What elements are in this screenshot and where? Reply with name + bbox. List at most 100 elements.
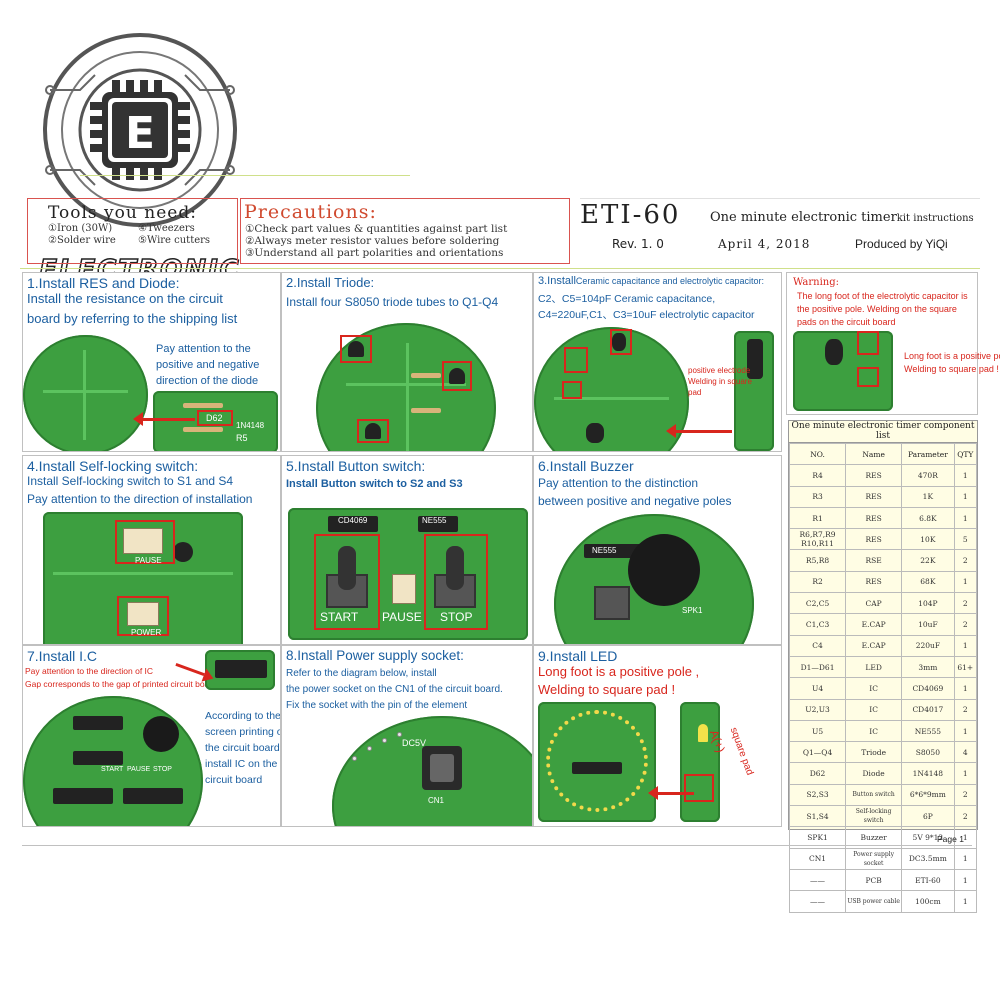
table-cell: 104P [901,592,955,615]
highlight-box [314,534,380,630]
decor-line [580,198,980,199]
warning-text: The long foot of the electrolytic capaci… [797,291,968,327]
table-cell: 1 [953,570,978,594]
capacitor-icon [825,339,843,365]
revision: Rev. 1. 0 [612,237,664,251]
table-cell: RES [845,464,903,487]
pcb-label: POWER [131,628,162,637]
page-number: Page 1 [937,834,964,844]
step-7-line: Gap corresponds to the gap of printed ci… [25,679,217,689]
step-1-note: direction of the diode [156,375,259,387]
step-3-title-main: 3.Install [538,275,576,287]
table-cell: R2 [788,570,847,594]
highlight-box [857,331,879,355]
buzzer-icon [628,534,700,606]
step-7-note: circuit board [205,774,263,786]
highlight-box [564,347,588,373]
step-1-note: Pay attention to the [156,343,251,355]
table-cell: 100cm [901,890,955,913]
pcb-label: PAUSE [127,766,151,773]
pcb-image [316,323,496,451]
table-cell: 22K [901,549,955,572]
table-cell: 10uF [901,613,955,636]
table-cell: 1 [953,506,978,530]
pcb-label: CD4069 [338,516,368,525]
step-8-title: 8.Install Power supply socket: [286,648,464,663]
model-subtitle: One minute electronic timerkit instructi… [710,210,974,225]
table-cell: 1 [953,485,978,508]
triode-icon [365,423,381,439]
step-1-panel: 1.Install RES and Diode: Install the res… [22,272,281,452]
column-header: Parameter [901,442,955,466]
table-cell: Triode [845,741,903,764]
pcb-image [538,702,656,822]
table-cell: R4 [788,464,847,487]
switch-icon [127,602,159,626]
table-cell: U4 [788,677,847,700]
precaution-item: ①Check part values & quantities against … [245,223,508,235]
precautions-title: Precautions: [244,201,377,223]
table-cell: U2,U3 [788,698,847,721]
table-cell: C2,C5 [788,592,847,615]
table-cell: 1 [953,464,978,487]
capacitor-icon [747,339,763,379]
pcb-label: STOP [153,766,172,773]
pcb-label: DC5V [402,738,427,748]
arrow-icon [648,786,694,800]
table-cell: 2 [953,549,978,572]
button-switch-icon [446,546,464,590]
highlight-box [684,774,714,802]
step-2-panel: 2.Install Triode: Install four S8050 tri… [281,272,533,452]
switch-icon [123,528,163,554]
pcb-image [23,335,148,451]
pcb-image [793,331,893,411]
table-cell: S8050 [901,741,955,764]
highlight-box [857,367,879,387]
highlight-box [117,596,169,636]
step-1-title: 1.Install RES and Diode: [27,275,180,291]
capacitor-icon [586,423,604,443]
table-cell: Diode [845,762,903,785]
step-7-note: According to the [205,710,281,722]
pcb-label: NE555 [592,546,617,555]
chip-logo-icon: E [43,33,237,227]
table-cell: RES [845,570,903,594]
pcb-label: PAUSE [382,610,422,624]
highlight-box [424,534,488,630]
table-cell: USB power cable [845,890,903,913]
precaution-item: ②Always meter resistor values before sol… [245,235,500,247]
highlight-box [340,335,372,363]
button-switch-icon [338,546,356,590]
highlight-box [197,410,233,426]
warning-foot-line: Welding to square pad ! [904,364,999,374]
warning-foot-line: Long foot is a positive pole [904,351,1000,361]
table-cell: ETI-60 [901,868,955,892]
table-cell: 5 [953,528,978,551]
step-4-line: Pay attention to the direction of instal… [27,492,253,506]
tools-item: ②Solder wire [48,235,116,246]
step-3-note: pad [688,388,702,397]
table-cell: 2 [953,698,978,721]
column-header: Name [845,442,903,466]
table-cell: U5 [788,719,847,743]
table-cell: —— [788,890,847,913]
warning-title: Warning: [793,277,840,288]
step-6-title: 6.Install Buzzer [538,458,634,474]
table-cell: 6P [901,805,955,828]
table-cell: 2 [953,805,978,828]
table-cell: 1 [953,868,978,892]
table-cell: 1N4148 [901,762,955,785]
step-3-title-rest: Ceramic capacitance and electrolytic cap… [575,276,765,286]
subtitle-small: kit instructions [896,213,974,224]
table-cell: CAP [845,592,903,615]
table-cell: R5,R8 [788,549,847,572]
step-7-panel: 7.Install I.C Pay attention to the direc… [22,645,281,827]
step-3-title: 3.InstallCeramic capacitance and electro… [538,275,764,287]
precautions-box: Precautions: ①Check part values & quanti… [240,198,570,264]
